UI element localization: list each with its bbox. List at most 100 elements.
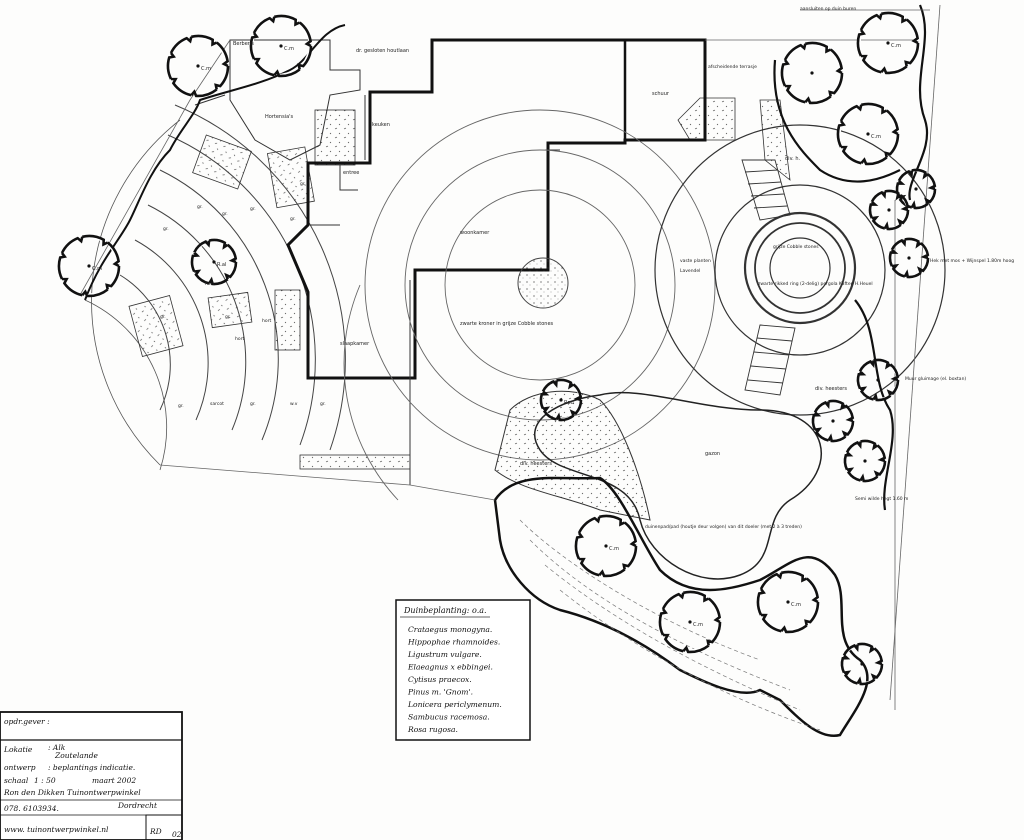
- strip-label: gr.: [290, 216, 296, 222]
- strip-label: gr.: [222, 211, 228, 217]
- tree-label: C.m: [891, 43, 901, 49]
- tree-trunk-dot: [886, 41, 890, 45]
- tree-trunk-dot: [863, 459, 867, 463]
- legend-item: Hippophae rhamnoides.: [407, 638, 500, 647]
- tree-trunk-dot: [559, 398, 563, 402]
- legend-title: Duinbeplanting: o.a.: [403, 606, 487, 615]
- title-block: [0, 711, 183, 840]
- legend-items: Crataegus monogyna. Hippophae rhamnoides.…: [407, 625, 502, 734]
- legend-item: Ligustrum vulgare.: [407, 650, 482, 659]
- tree-canopy: [811, 399, 855, 443]
- legend-item: Lonicera periclymenum.: [407, 700, 502, 709]
- legend-item: Sambucus racemosa.: [408, 713, 490, 722]
- legend-item: Crataegus monogyna.: [408, 625, 492, 634]
- tree-canopy: [836, 102, 900, 166]
- strip-label: gr.: [197, 204, 203, 210]
- tree-trunk-dot: [876, 378, 880, 382]
- tree-label: C.m: [92, 266, 102, 272]
- tree-trunk-dot: [831, 419, 835, 423]
- tree-trunk-dot: [279, 44, 283, 48]
- phone: 078. 6103934.: [4, 804, 59, 813]
- tree-canopy: [868, 189, 910, 231]
- tree-trunk-dot: [810, 71, 814, 75]
- label-cobble: zwarte kroner in grijze Cobble stones: [460, 321, 554, 327]
- title-block-text: opdr.gever : Lokatie : Alk Zoutelande on…: [3, 717, 182, 839]
- strip-labels: gr. gr. gr. gr. gr. hort hort gr. hort g…: [160, 181, 326, 409]
- strip-label: hort: [262, 318, 271, 324]
- label-hekwerk: Hek met mos + Wijnspel 1.80m hoog: [930, 258, 1014, 264]
- tree-canopy: [780, 41, 844, 105]
- tree-canopy: [840, 642, 884, 686]
- location-value-2: Zoutelande: [54, 751, 99, 760]
- strip-label: gr.: [320, 401, 326, 407]
- label-berberis: Berberis: [233, 41, 254, 47]
- label-slaapkamer: slaapkamer: [340, 341, 370, 347]
- tree-trunk-dot: [866, 132, 870, 136]
- location-value-1: : Alk: [48, 743, 66, 752]
- strip-label: gr.: [300, 181, 306, 187]
- planting-legend: Duinbeplanting: o.a. Crataegus monogyna.…: [395, 599, 531, 741]
- tree-label: Rpu: [564, 400, 574, 406]
- tree-canopy: [249, 14, 313, 78]
- strip-label: hort: [205, 281, 214, 287]
- strip-label: gr.: [160, 314, 166, 320]
- date: maart 2002: [92, 776, 136, 785]
- hedge-area-top-left: [194, 39, 361, 161]
- label-duinpad: duinenpad/pad (houtje deur volgen) van d…: [645, 523, 802, 530]
- tree-canopy: [574, 514, 638, 578]
- house-inner-lines: [310, 95, 560, 485]
- strip-label: hort: [235, 336, 244, 342]
- city: Dordrecht: [117, 801, 158, 810]
- tree-label: C.m: [284, 46, 294, 52]
- legend-item: Cytisus praecox.: [408, 675, 472, 684]
- strip-label: gr.: [225, 314, 231, 320]
- steps: [741, 159, 796, 396]
- tree-trunk-dot: [786, 600, 790, 604]
- tree-canopy: [895, 168, 937, 210]
- legend-item: Rosa rugosa.: [407, 725, 458, 734]
- client-label: opdr.gever :: [4, 717, 50, 726]
- tree-canopy: [539, 378, 583, 422]
- tree-label: C.m: [791, 602, 801, 608]
- tree-trunk-dot: [914, 187, 918, 191]
- initials-suffix: 02: [172, 830, 182, 839]
- planting-patches: [128, 97, 791, 470]
- tree-canopy: [856, 358, 900, 402]
- location-label: Lokatie: [3, 745, 33, 754]
- tree-trunk-dot: [907, 256, 911, 260]
- label-heg: Semi wilde hegt 1.60 m: [855, 496, 908, 502]
- initials: RD: [149, 827, 162, 836]
- label-muur: Muur gluimage (el. boxtan): [905, 376, 966, 382]
- tree-label: C.m: [871, 134, 881, 140]
- plan-labels: dr. gesloten houtlaan Hortensia's Berber…: [233, 6, 1014, 530]
- label-garage: dr. gesloten houtlaan: [356, 48, 409, 54]
- dune-contours: [519, 519, 821, 731]
- label-keuken: keuken: [372, 122, 390, 128]
- legend-item: Elaeagnus x ebbingei.: [407, 663, 493, 672]
- legend-item: Pinus m. 'Gnom'.: [407, 688, 473, 697]
- label-heesters-top: div. h.: [785, 156, 800, 162]
- label-schuur: schuur: [652, 91, 670, 97]
- tree-canopy: [658, 590, 722, 654]
- tree-label: C.m: [693, 622, 703, 628]
- strip-label: gr.: [178, 403, 184, 409]
- tree-trunk-dot: [860, 662, 864, 666]
- tree-label: C.m: [609, 546, 619, 552]
- tree-trunk-dot: [212, 260, 216, 264]
- tree-canopy: [888, 237, 930, 279]
- round-terrace: [654, 124, 946, 416]
- tree-label: C.m: [201, 66, 211, 72]
- strip-label: gr.: [163, 226, 169, 232]
- label-pergola: zwarte rikked ring (2-delig) pergola Kaf…: [758, 281, 873, 287]
- tree-label: R.al: [217, 262, 226, 268]
- label-heesters-mid: div. heesters: [520, 461, 552, 467]
- design-value: : beplantings indicatie.: [48, 763, 135, 772]
- label-grijze-cobble: grijze Cobble stones: [773, 244, 819, 250]
- property-lines: [79, 4, 941, 710]
- tree-trunk-dot: [688, 620, 692, 624]
- strip-label: sarcot: [210, 401, 224, 407]
- label-heesters-right: div. heesters: [815, 386, 847, 392]
